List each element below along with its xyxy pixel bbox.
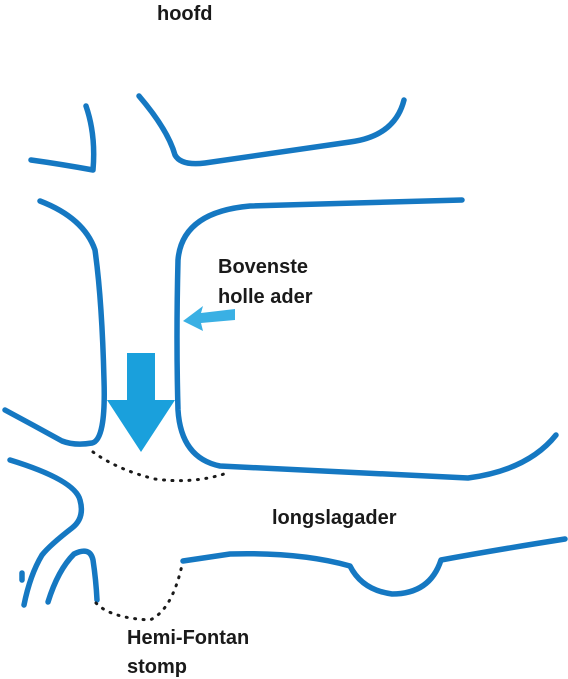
svc-left-wall <box>2 198 107 447</box>
flow-arrow-down <box>107 353 175 452</box>
lower-left-branch <box>7 457 85 608</box>
upper-middle-vein <box>136 93 407 167</box>
label-stump-line1: Hemi-Fontan <box>127 627 249 649</box>
dotted-line-stump <box>94 563 184 622</box>
dotted-lines <box>91 450 226 622</box>
label-svc-line2: holle ader <box>218 286 313 308</box>
label-svc-line1: Bovenste <box>218 256 308 278</box>
vessel-outlines <box>2 93 568 608</box>
label-head: hoofd <box>157 3 213 25</box>
pulmonary-artery-bottom <box>180 536 568 597</box>
label-stump-line2: stomp <box>127 656 187 678</box>
dotted-line-upper <box>91 450 226 483</box>
svc-pointer-arrow <box>183 306 235 331</box>
svc-right-wall <box>174 197 559 481</box>
upper-left-vein <box>28 103 97 173</box>
label-pulmonary-artery: longslagader <box>272 507 397 529</box>
lower-left-loop <box>45 548 100 605</box>
